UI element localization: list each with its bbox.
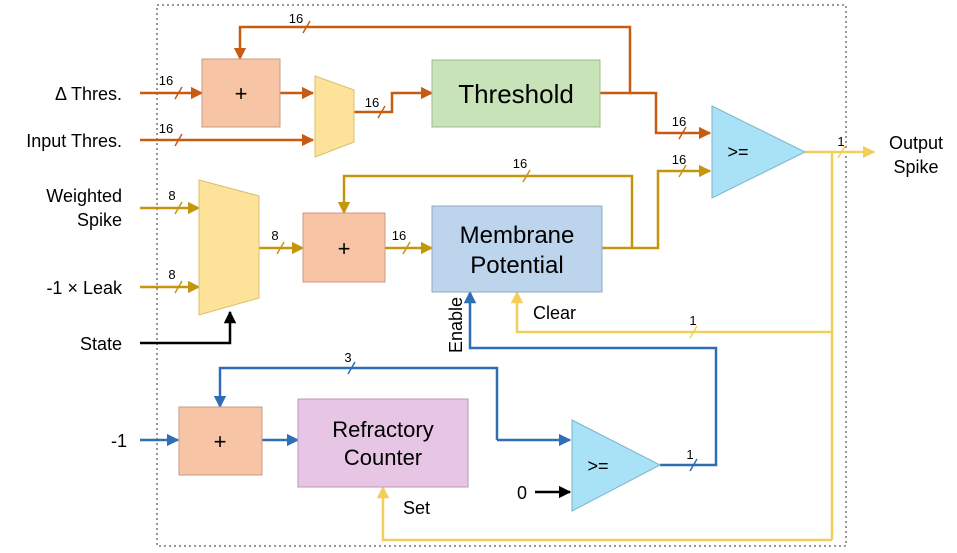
membrane-adder [302,212,386,283]
bus-width-mux-to-adder: 8 [271,228,278,243]
spike-comparator [711,105,807,199]
input-thres-label: Input Thres. [26,131,122,151]
bus-width-leak: 8 [168,267,175,282]
state-wire [140,310,237,345]
bus-width-threshold-to-cmp: 16 [672,114,686,129]
mux-to-threshold-wire [354,86,434,114]
threshold-mux [314,75,355,158]
threshold-adder [201,58,281,128]
membrane-wires [140,164,712,294]
bus-width-membrane-feedback: 16 [513,156,527,171]
bus-slashes [174,20,846,472]
refractory-adder-symbol: + [214,429,227,454]
state-label: State [80,334,122,354]
bus-width-mux-to-threshold: 16 [365,95,379,110]
enable-label: Enable [446,297,466,353]
refractory-adder [178,406,263,476]
membrane-to-cmp-wire [632,164,712,250]
bus-width-clear: 1 [689,313,696,328]
set-label: Set [403,498,430,518]
threshold-register [431,59,601,128]
enable-wire [463,290,718,467]
membrane-label-line2: Potential [470,252,563,279]
bus-width-labels: 16 16 16 16 16 16 16 8 8 8 16 1 1 3 1 [159,11,845,462]
refractory-label-line2: Counter [344,445,422,470]
threshold-wires [140,25,712,147]
refractory-wires [140,290,718,467]
threshold-label: Threshold [458,79,574,109]
leak-label: -1 × Leak [46,278,123,298]
bus-width-spike-out: 1 [837,134,844,149]
minus-one-label: -1 [111,431,127,451]
refractory-label-line1: Refractory [332,417,433,442]
membrane-label-line1: Membrane [460,222,575,249]
threshold-adder-symbol: + [235,81,248,106]
membrane-mux [198,179,260,316]
bus-width-refractory-cmp-out: 1 [686,447,693,462]
refractory-feedback-wire [213,366,499,440]
bus-width-weighted-spike: 8 [168,188,175,203]
bus-width-delta-thres: 16 [159,73,173,88]
weighted-spike-label-line1: Weighted [46,186,122,206]
bus-width-refractory-feedback: 3 [344,350,351,365]
set-wire [376,485,832,542]
clear-label: Clear [533,303,576,323]
output-spike-label-line1: Output [889,133,943,153]
threshold-feedback-wire [233,25,632,95]
output-spike-label-line2: Spike [893,157,938,177]
spike-comparator-symbol: >= [727,142,748,162]
membrane-adder-symbol: + [338,236,351,261]
weighted-spike-label-line2: Spike [77,210,122,230]
membrane-potential-register [431,205,603,293]
clear-wire [510,290,832,334]
refractory-comparator [571,419,662,512]
zero-label: 0 [517,483,527,503]
bus-width-adder-to-membrane: 16 [392,228,406,243]
spike-wires [376,145,876,542]
bus-width-membrane-to-cmp: 16 [672,152,686,167]
refractory-counter [297,398,469,488]
control-wires [140,310,572,499]
bus-width-threshold-feedback: 16 [289,11,303,26]
bus-width-input-thres: 16 [159,121,173,136]
delta-thres-label: Δ Thres. [55,84,122,104]
membrane-feedback-wire [337,174,634,248]
threshold-to-cmp-wire [630,91,712,140]
refractory-comparator-symbol: >= [587,456,608,476]
